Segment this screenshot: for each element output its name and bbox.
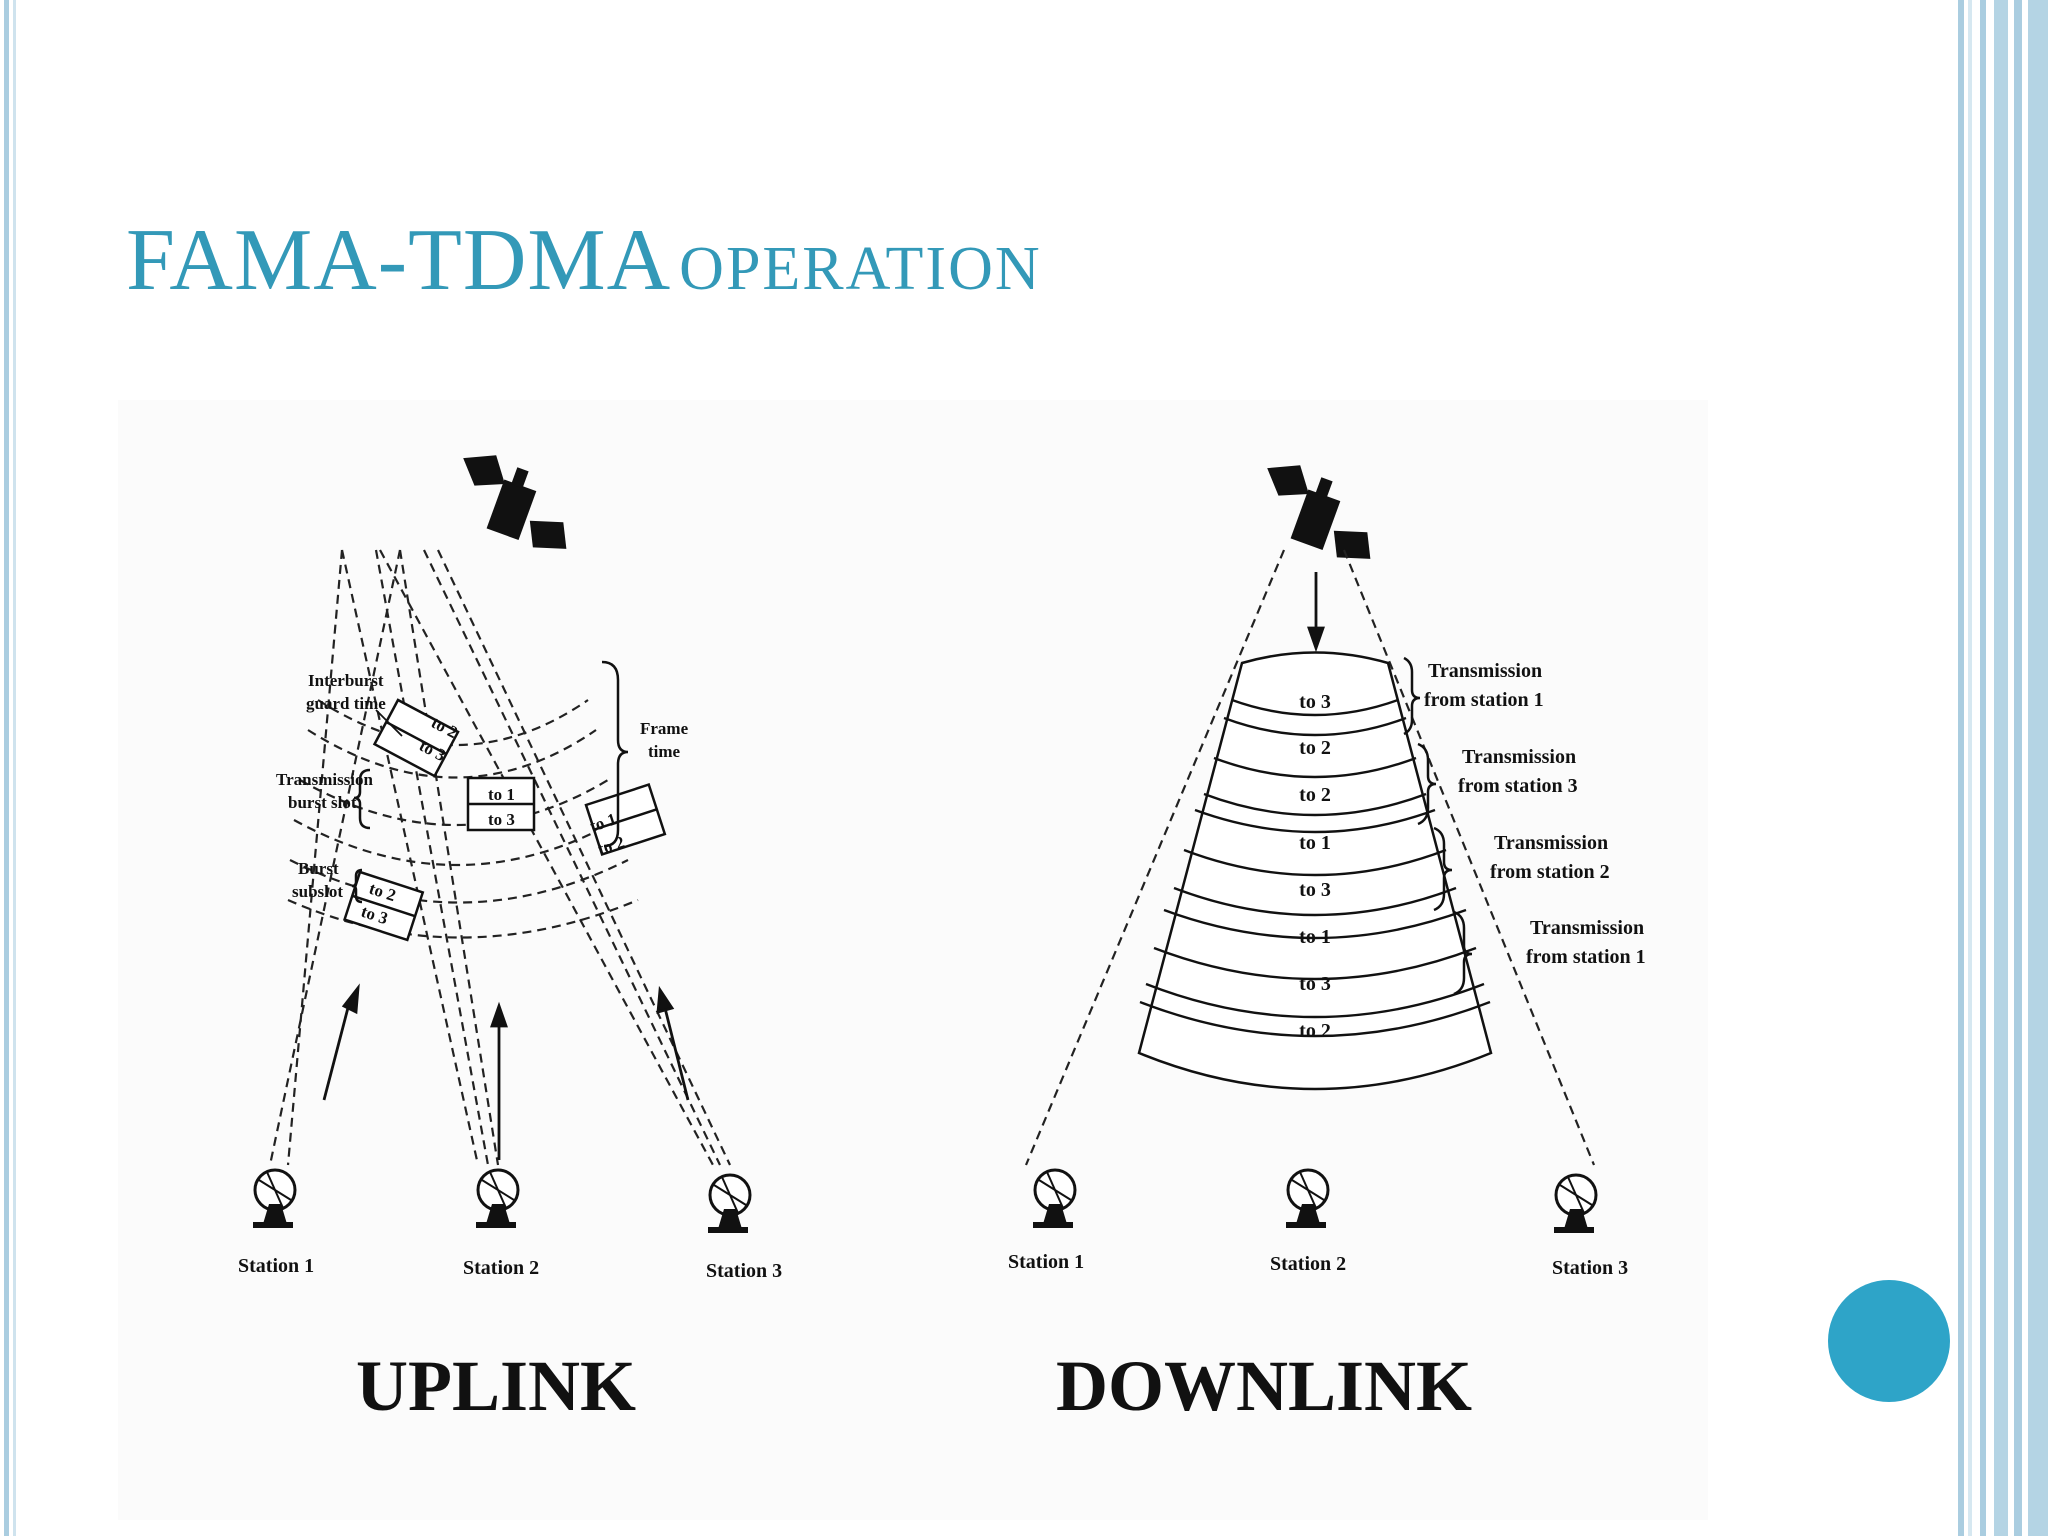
uplink-station-2-dish [474, 1168, 520, 1230]
label-burst-slot-2: burst slot [288, 793, 357, 812]
label-burst-slot-1: Transmission [276, 770, 374, 789]
satellite-uplink [442, 445, 589, 559]
downlink-slot-3: to 2 [1299, 784, 1331, 806]
downlink-arrow [1307, 572, 1325, 653]
burst-s2-b: to 3 [488, 810, 515, 829]
transmission-2-line2: from station 3 [1458, 775, 1578, 797]
label-frame-2: time [648, 742, 681, 761]
downlink-station-1-dish [1031, 1168, 1077, 1230]
transmission-1-line1: Transmission [1428, 660, 1542, 682]
transmission-4-line1: Transmission [1530, 917, 1644, 939]
downlink-slot-2: to 2 [1299, 737, 1331, 759]
uplink-station-3-dish [706, 1173, 752, 1235]
left-border-rule [0, 0, 22, 1536]
downlink-slot-4: to 1 [1299, 832, 1331, 854]
label-frame-1: Frame [640, 719, 689, 738]
label-interburst-1: Interburst [308, 671, 384, 690]
satellite-downlink [1246, 455, 1393, 569]
uplink-station-3-label: Station 3 [706, 1260, 782, 1282]
downlink-braces [1403, 656, 1473, 996]
downlink-slot-lines [1139, 698, 1491, 1038]
uplink-caption: UPLINK [356, 1346, 637, 1426]
downlink-slot-8: to 2 [1299, 1020, 1331, 1042]
downlink-station-1-label: Station 1 [1008, 1251, 1084, 1273]
label-subslot-2: subslot [292, 882, 343, 901]
downlink-station-3-dish [1552, 1173, 1598, 1235]
uplink-station-1-dish [251, 1168, 297, 1230]
burst-s2-a: to 1 [488, 785, 515, 804]
uplink-station-2-label: Station 2 [463, 1257, 539, 1279]
label-subslot-1: Burst [298, 859, 339, 878]
downlink-station-3-label: Station 3 [1552, 1257, 1628, 1279]
slide-badge-circle [1828, 1280, 1950, 1402]
slide-title: FAMA-TDMA OPERATION [126, 210, 1042, 311]
uplink-station-1-label: Station 1 [238, 1255, 314, 1277]
downlink-caption: DOWNLINK [1056, 1346, 1473, 1426]
downlink-slot-6: to 1 [1299, 926, 1331, 948]
transmission-3-line1: Transmission [1494, 832, 1608, 854]
uplink-burst-group [342, 698, 667, 942]
uplink-diagram [268, 549, 731, 1166]
transmission-1-line2: from station 1 [1424, 689, 1544, 711]
transmission-4-line2: from station 1 [1526, 946, 1646, 968]
tdma-figure: to 2 to 3 to 1 to 3 to 1 to 2 to 2 to 3 … [118, 400, 1708, 1520]
downlink-station-2-dish [1284, 1168, 1330, 1230]
uplink-arrows [322, 983, 690, 1160]
uplink-braces [351, 660, 629, 904]
right-border-bars [1958, 0, 2048, 1536]
transmission-3-line2: from station 2 [1490, 861, 1610, 883]
transmission-2-line1: Transmission [1462, 746, 1576, 768]
label-interburst-2: guard time [306, 694, 386, 713]
downlink-slot-1: to 3 [1299, 691, 1331, 713]
downlink-slot-7: to 3 [1299, 973, 1331, 995]
title-rest: OPERATION [679, 235, 1042, 303]
title-main: FAMA-TDMA [126, 212, 672, 309]
downlink-beam-edges [1024, 549, 1596, 1166]
downlink-station-2-label: Station 2 [1270, 1253, 1346, 1275]
downlink-slot-5: to 3 [1299, 879, 1331, 901]
